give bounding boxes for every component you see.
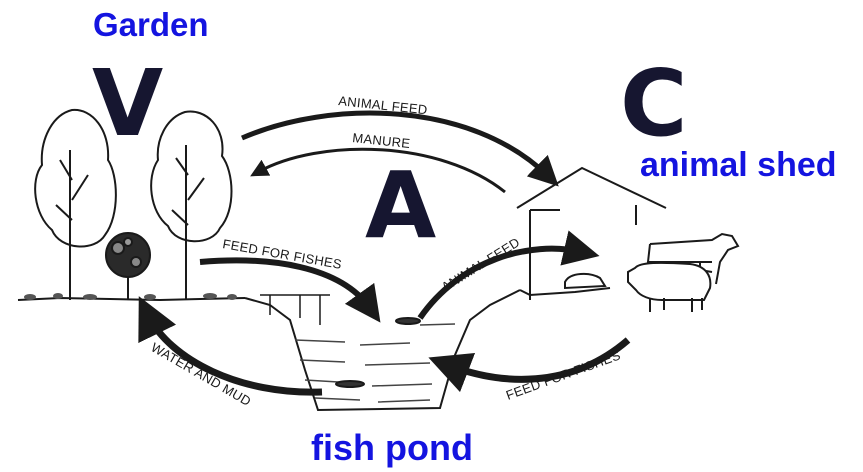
flow-label-water-and-mud: WATER AND MUD [149,340,254,409]
flow-label-feed-for-fishes-right: FEED FOR FISHES [504,347,623,402]
tree-icon [35,110,116,300]
arrow-manure [258,149,505,192]
pig-icon [628,263,710,312]
arrow-feed-for-fishes-left [200,260,370,308]
tree-icon [151,111,231,300]
flow-label-animal-feed-right: ANIMAL FEED [439,234,523,294]
bush-icon [106,233,150,300]
